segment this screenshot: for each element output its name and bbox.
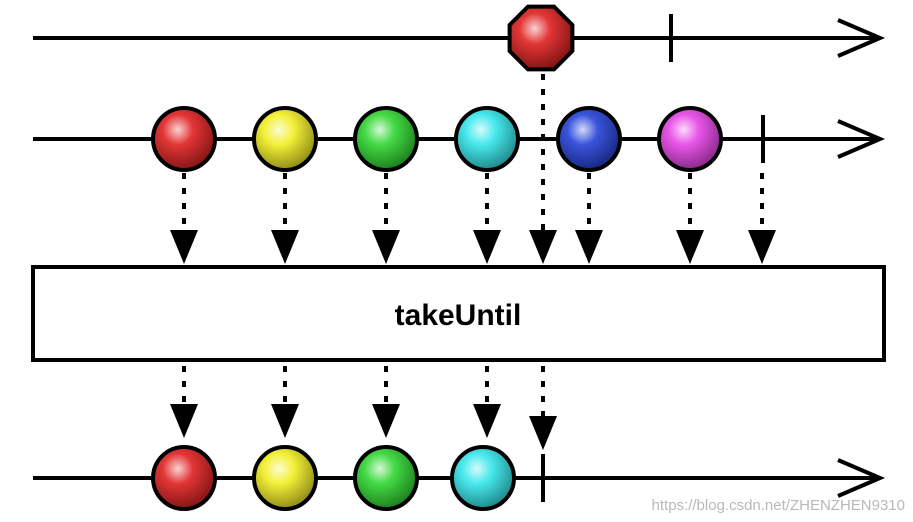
result-marble: [450, 445, 516, 511]
down-arrow-icon: [473, 230, 501, 264]
notifier-stop-signal: [507, 4, 575, 72]
input-arrowheads: [170, 230, 776, 264]
down-arrow-icon: [529, 416, 557, 450]
source-arrowhead-icon: [837, 119, 886, 159]
result-marble: [252, 445, 318, 511]
source-marble: [556, 106, 622, 172]
notifier-arrowhead-icon: [837, 18, 886, 58]
result-items: [151, 445, 516, 511]
watermark-text: https://blog.csdn.net/ZHENZHEN9310: [652, 497, 905, 514]
operator-box: takeUntil: [31, 265, 886, 362]
down-arrow-icon: [473, 404, 501, 438]
down-arrow-icon: [372, 404, 400, 438]
result-arrowhead-icon: [837, 458, 886, 498]
source-marble: [252, 106, 318, 172]
notifier-timeline: [33, 14, 886, 62]
down-arrow-icon: [748, 230, 776, 264]
output-connectors: [182, 366, 545, 416]
result-marble: [151, 445, 217, 511]
down-arrow-icon: [529, 230, 557, 264]
down-arrow-icon: [170, 230, 198, 264]
down-arrow-icon: [372, 230, 400, 264]
source-marble: [151, 106, 217, 172]
source-items: [151, 106, 723, 172]
notifier-items: [507, 4, 575, 72]
output-arrowheads: [170, 404, 557, 450]
source-marble: [657, 106, 723, 172]
operator-label: takeUntil: [395, 299, 522, 332]
source-marble: [353, 106, 419, 172]
down-arrow-icon: [575, 230, 603, 264]
input-connectors: [182, 74, 764, 230]
source-marble: [454, 106, 520, 172]
down-arrow-icon: [271, 404, 299, 438]
result-marble: [353, 445, 419, 511]
down-arrow-icon: [676, 230, 704, 264]
down-arrow-icon: [271, 230, 299, 264]
down-arrow-icon: [170, 404, 198, 438]
